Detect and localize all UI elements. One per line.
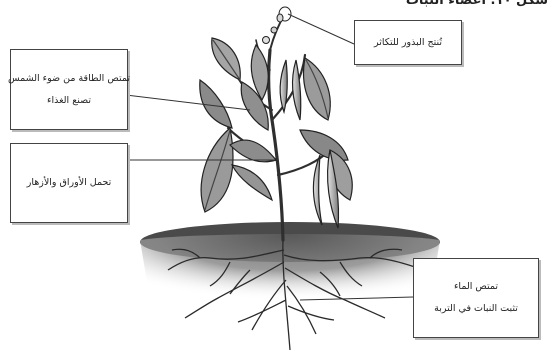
label-roots-line-1: تمتص الماء xyxy=(454,276,498,298)
label-seeds-text: تُنتج البذور للتكاثر xyxy=(374,32,442,54)
label-stem: تحمل الأوراق والأزهار xyxy=(10,143,128,223)
label-seeds: تُنتج البذور للتكاثر xyxy=(354,20,462,65)
flower-bud xyxy=(263,7,292,44)
label-stem-text: تحمل الأوراق والأزهار xyxy=(27,172,111,194)
label-leaves: تمتص الطاقة من ضوء الشمس تصنع الغذاء xyxy=(10,49,128,130)
label-leaves-line-1: تمتص الطاقة من ضوء الشمس xyxy=(8,68,130,90)
label-roots-line-2: تثبت النبات في التربة xyxy=(434,298,518,320)
label-leaves-line-2: تصنع الغذاء xyxy=(47,90,91,112)
stem xyxy=(228,14,330,240)
label-roots: تمتص الماء تثبت النبات في التربة xyxy=(413,258,539,338)
